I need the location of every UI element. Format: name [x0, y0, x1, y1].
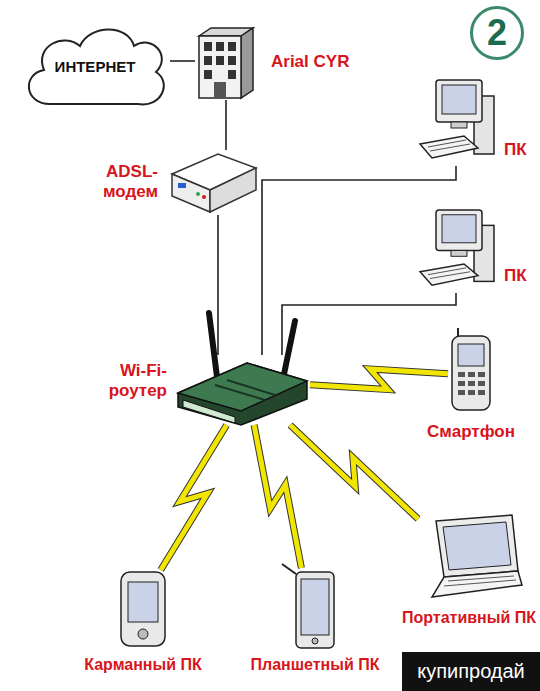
desktop-pc-icon — [418, 208, 496, 293]
smartphone-icon — [448, 332, 494, 412]
connector-path — [217, 215, 219, 355]
wireless-link — [310, 369, 448, 390]
device-label: Wi-Fi- роутер — [95, 361, 167, 400]
adsl-modem-icon — [168, 150, 258, 215]
smartphone-node: Смартфон — [448, 332, 494, 412]
device-label: Портативный ПК — [394, 609, 540, 627]
tablet-pc-icon — [292, 568, 338, 650]
cloud-node: ИНТЕРНЕТ — [20, 22, 170, 112]
device-label: Смартфон — [396, 422, 540, 442]
cable-line — [170, 61, 195, 62]
watermark: купипродай — [402, 652, 540, 691]
device-label: Arial CYR — [271, 52, 349, 72]
device-label: ПК — [504, 266, 527, 286]
connector-path — [161, 425, 227, 570]
connector-path — [254, 425, 301, 568]
device-label: ИНТЕРНЕТ — [20, 22, 170, 112]
laptop-node: Портативный ПК — [418, 515, 523, 600]
pc-node: ПК — [418, 208, 496, 293]
wireless-link — [254, 425, 301, 568]
callout-number: 2 — [470, 6, 524, 60]
pocket-pc-node: Карманный ПК — [118, 570, 168, 648]
connector-path — [290, 425, 418, 519]
laptop-icon — [418, 515, 523, 600]
cable-line — [226, 100, 227, 150]
desktop-pc-icon — [418, 78, 496, 166]
device-label: ПК — [504, 140, 527, 160]
wireless-link — [290, 425, 418, 519]
bolt-outline — [161, 425, 227, 570]
bolt-outline — [254, 425, 301, 568]
wifi-router-icon — [175, 355, 310, 425]
router-node: Wi-Fi- роутер — [175, 355, 310, 425]
device-label: ADSL- модем — [86, 162, 158, 201]
bolt-outline — [290, 425, 418, 519]
device-label: Карманный ПК — [68, 656, 218, 674]
wireless-link — [161, 425, 227, 570]
server-building-icon — [195, 22, 257, 100]
device-label: Планшетный ПК — [240, 656, 390, 674]
connector-path — [310, 369, 448, 390]
modem-node: ADSL- модем — [168, 150, 258, 215]
server-node: Arial CYR — [195, 22, 257, 100]
cable-line — [282, 293, 456, 355]
bolt-outline — [310, 369, 448, 390]
pocket-pc-icon — [118, 570, 168, 648]
connector-path — [225, 100, 227, 150]
connector-path — [170, 60, 195, 62]
connector-path — [282, 293, 456, 355]
tablet-pc-node: Планшетный ПК — [292, 568, 338, 650]
pc-node: ПК — [418, 78, 496, 166]
cable-line — [218, 215, 219, 355]
